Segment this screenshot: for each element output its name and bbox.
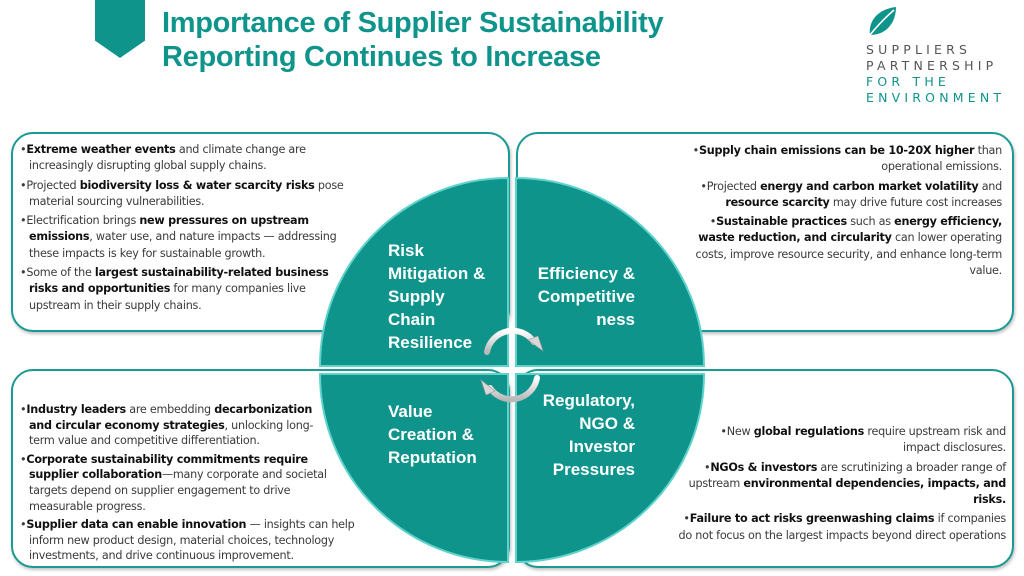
leaf-icon [869, 7, 896, 36]
label-line: Resilience [388, 333, 473, 352]
label-line: NGO & [579, 414, 635, 433]
quadrant-risk-mitigation [318, 176, 509, 367]
bullet-text: Projected [706, 179, 761, 193]
bullet-emphasis: resource scarcity [725, 195, 830, 209]
label-line: Pressures [552, 460, 635, 479]
bullet-emphasis: Extreme weather events [26, 143, 176, 156]
page-title: Importance of Supplier Sustainability Re… [162, 6, 664, 74]
bullet-text: — insights can help inform new product d… [29, 518, 355, 563]
bullet-text: can lower operating costs, improve resou… [695, 231, 1003, 278]
quadrant-efficiency [515, 176, 706, 367]
label-line: Reputation [388, 448, 477, 467]
bullet-text: New [726, 425, 754, 438]
bullet-item: •New global regulations require upstream… [720, 425, 1006, 455]
bullet-emphasis: global regulations [753, 425, 865, 438]
bullet-item: •Industry leaders are embedding decarbon… [20, 403, 314, 448]
bullet-item: •Supply chain emissions can be 10-20X hi… [692, 144, 1003, 174]
logo-line-3: FOR THE [866, 74, 951, 89]
risk-mitigation-bullets: •Extreme weather events and climate chan… [20, 142, 345, 317]
title-line-2: Reporting Continues to Increase [162, 41, 601, 73]
bullet-text: such as [846, 215, 895, 229]
label-line: Regulatory, [542, 391, 635, 410]
bullet-item: •Some of the largest sustainability-rela… [20, 266, 329, 312]
bullet-item: •Supplier data can enable innovation — i… [20, 518, 355, 563]
label-line: Value [388, 402, 433, 421]
logo-line-2: PARTNERSHIP [866, 58, 998, 73]
bullet-emphasis: Sustainable practices [716, 215, 847, 229]
bullet-item: •Extreme weather events and climate chan… [20, 143, 306, 173]
regulatory-bullets: •New global regulations require upstream… [670, 424, 1007, 564]
bullet-text: pose material sourcing vulnerabilities. [29, 178, 344, 208]
quadrant-value-creation [318, 373, 509, 564]
bullet-emphasis: largest sustainability-related business … [29, 266, 329, 296]
bullet-item: •Sustainable practices such as energy ef… [695, 215, 1003, 278]
bullet-emphasis: NGOs & investors [710, 460, 818, 474]
bullet-item: •NGOs & investors are scrutinizing a bro… [688, 460, 1007, 507]
bullet-text: Electrification brings [26, 214, 140, 228]
label-line: Risk [388, 241, 424, 260]
bullet-emphasis: decarbonization and circular economy str… [29, 403, 313, 432]
label-line: Creation & [388, 425, 474, 444]
bullet-emphasis: environmental dependencies, impacts, and… [743, 476, 1006, 507]
bullet-item: •Projected energy and carbon market vola… [700, 179, 1003, 209]
bullet-text: are scrutinizing a broader range of upst… [688, 460, 1007, 490]
bullet-text: for many companies live upstream in thei… [29, 282, 306, 312]
label-line: Competitive [537, 287, 635, 306]
bullet-emphasis: energy and carbon market volatility [760, 179, 979, 193]
bullet-text: may drive future cost increases [829, 195, 1002, 209]
quadrant-label-value-creation: Value Creation & Reputation [388, 400, 477, 469]
bullet-item: •Corporate sustainability commitments re… [20, 452, 327, 513]
logo-line-4: ENVIRONMENT [866, 90, 1006, 105]
quadrant-label-risk-mitigation: Risk Mitigation & Supply Chain Resilienc… [388, 239, 485, 354]
bullet-text: are embedding [125, 403, 215, 416]
bullet-text: and [978, 179, 1003, 193]
bullet-emphasis: energy efficiency, waste reduction, and … [698, 215, 1002, 245]
bullet-emphasis: Failure to act risks greenwashing claims [689, 512, 935, 526]
bullet-emphasis: biodiversity loss & water scarcity risks [79, 178, 315, 192]
bullet-text: Some of the [26, 266, 95, 280]
spe-logo: SUPPLIERS PARTNERSHIP FOR THE ENVIRONMEN… [866, 5, 1016, 105]
value-creation-bullets: •Industry leaders are embedding decarbon… [20, 402, 380, 567]
bullet-item: •Failure to act risks greenwashing claim… [678, 512, 1007, 542]
bullet-text: require upstream risk and impact disclos… [864, 425, 1006, 455]
label-line: Supply [388, 287, 445, 306]
quadrant-regulatory [515, 373, 706, 564]
bullet-emphasis: Industry leaders [26, 403, 126, 416]
label-line: Efficiency & [537, 264, 635, 283]
label-line: Chain [388, 310, 436, 329]
label-line: ness [596, 310, 635, 329]
bullet-emphasis: Supply chain emissions can be 10-20X hig… [698, 144, 975, 157]
bullet-emphasis: new pressures on upstream emissions [29, 214, 309, 244]
bullet-emphasis: Supplier data can enable innovation [26, 518, 247, 532]
quadrant-label-efficiency: Efficiency & Competitive ness [538, 262, 635, 331]
bullet-text: —many corporate and societal targets dep… [29, 468, 327, 513]
label-line: Investor [568, 437, 635, 456]
bullet-emphasis: Corporate sustainability commitments req… [26, 452, 308, 482]
title-line-1: Importance of Supplier Sustainability [162, 7, 664, 39]
bullet-item: •Projected biodiversity loss & water sca… [20, 178, 344, 208]
efficiency-bullets: •Supply chain emissions can be 10-20X hi… [682, 143, 1003, 282]
bullet-item: •Electrification brings new pressures on… [20, 214, 337, 260]
cycle-arrows-icon [480, 327, 544, 403]
bullet-text: than operational emissions. [881, 144, 1002, 174]
bullet-text: Projected [26, 178, 80, 192]
bullet-text: if companies do not focus on the largest… [678, 512, 1007, 542]
bullet-text: and climate change are increasingly disr… [29, 143, 306, 173]
label-line: Mitigation & [388, 264, 486, 283]
bullet-text: , unlocking long-term value and competit… [29, 418, 314, 448]
quadrant-label-regulatory: Regulatory, NGO & Investor Pressures [543, 389, 635, 481]
logo-line-1: SUPPLIERS [866, 42, 972, 57]
bullet-text: , water use, and nature impacts — addres… [29, 230, 337, 260]
